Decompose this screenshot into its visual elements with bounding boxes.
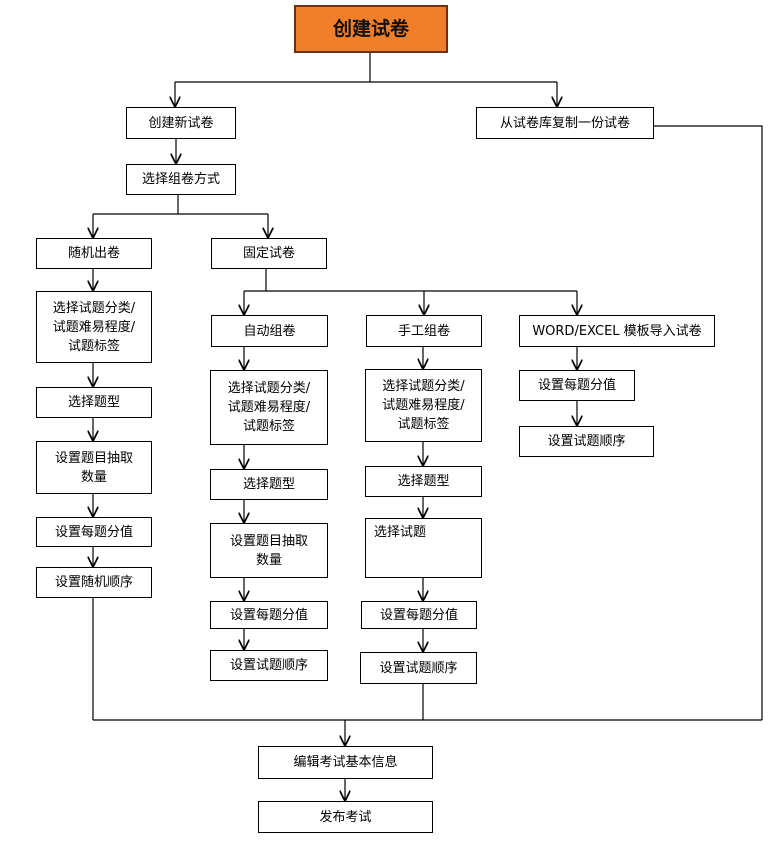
node-manual-filter: 选择试题分类/ 试题难易程度/ 试题标签: [365, 369, 482, 442]
node-create-paper: 创建试卷: [294, 5, 448, 53]
node-random-order: 设置随机顺序: [36, 567, 152, 598]
node-manual-pick: 选择试题: [365, 518, 482, 578]
node-auto-filter: 选择试题分类/ 试题难易程度/ 试题标签: [210, 370, 328, 445]
node-auto-score: 设置每题分值: [210, 601, 328, 629]
node-random-count: 设置题目抽取 数量: [36, 441, 152, 494]
node-choose-mode: 选择组卷方式: [126, 164, 236, 195]
node-import-order: 设置试题顺序: [519, 426, 654, 457]
node-fixed: 固定试卷: [211, 238, 327, 269]
node-new-paper: 创建新试卷: [126, 107, 236, 139]
node-edit-info: 编辑考试基本信息: [258, 746, 433, 779]
node-publish: 发布考试: [258, 801, 433, 833]
node-auto-type: 选择题型: [210, 469, 328, 500]
node-import-score: 设置每题分值: [519, 370, 635, 401]
node-auto-count: 设置题目抽取 数量: [210, 523, 328, 578]
node-manual-score: 设置每题分值: [361, 601, 477, 629]
node-auto-order: 设置试题顺序: [210, 650, 328, 681]
node-import: WORD/EXCEL 模板导入试卷: [519, 315, 715, 347]
line-copy-right: [654, 125, 763, 720]
node-random-type: 选择题型: [36, 387, 152, 418]
node-random: 随机出卷: [36, 238, 152, 269]
node-copy-paper: 从试卷库复制一份试卷: [476, 107, 654, 139]
node-manual-type: 选择题型: [365, 466, 482, 497]
node-manual-order: 设置试题顺序: [360, 652, 477, 684]
node-random-filter: 选择试题分类/ 试题难易程度/ 试题标签: [36, 291, 152, 363]
node-manual: 手工组卷: [366, 315, 482, 347]
node-random-score: 设置每题分值: [36, 517, 152, 547]
node-auto: 自动组卷: [211, 315, 328, 347]
